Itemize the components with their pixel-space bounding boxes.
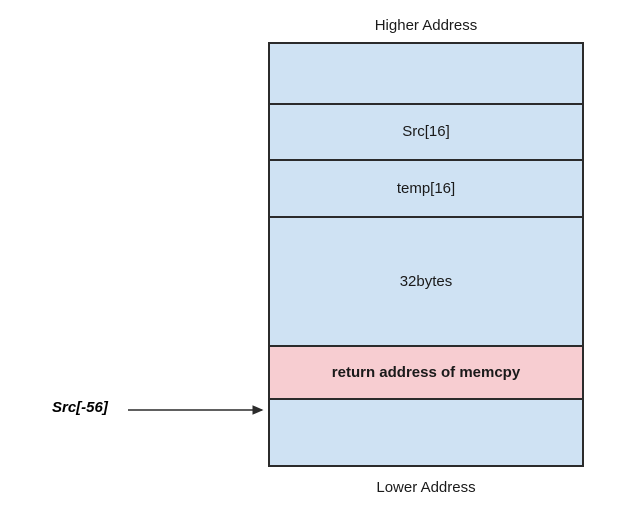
stack-row-label: return address of memcpy xyxy=(331,363,521,381)
stack-layout-box: Src[16] temp[16] 32bytes return address of … xyxy=(268,42,584,467)
stack-row: 32bytes xyxy=(270,218,582,347)
stack-row: Src[16] xyxy=(270,104,582,161)
higher-address-label: Higher Address xyxy=(374,17,478,34)
stack-row: temp[16] xyxy=(270,161,582,219)
lower-address-label: Lower Address xyxy=(376,479,476,496)
src-offset-annotation-label: Src[-56] xyxy=(52,399,108,416)
stack-row: return address of memcpy xyxy=(270,346,582,400)
stack-row-label: 32bytes xyxy=(399,272,453,290)
annotation-arrow-icon xyxy=(128,405,264,415)
stack-row-label: Src[16] xyxy=(402,123,450,141)
stack-row xyxy=(270,399,582,455)
stack-row xyxy=(270,44,582,105)
stack-row-label: temp[16] xyxy=(396,180,456,198)
